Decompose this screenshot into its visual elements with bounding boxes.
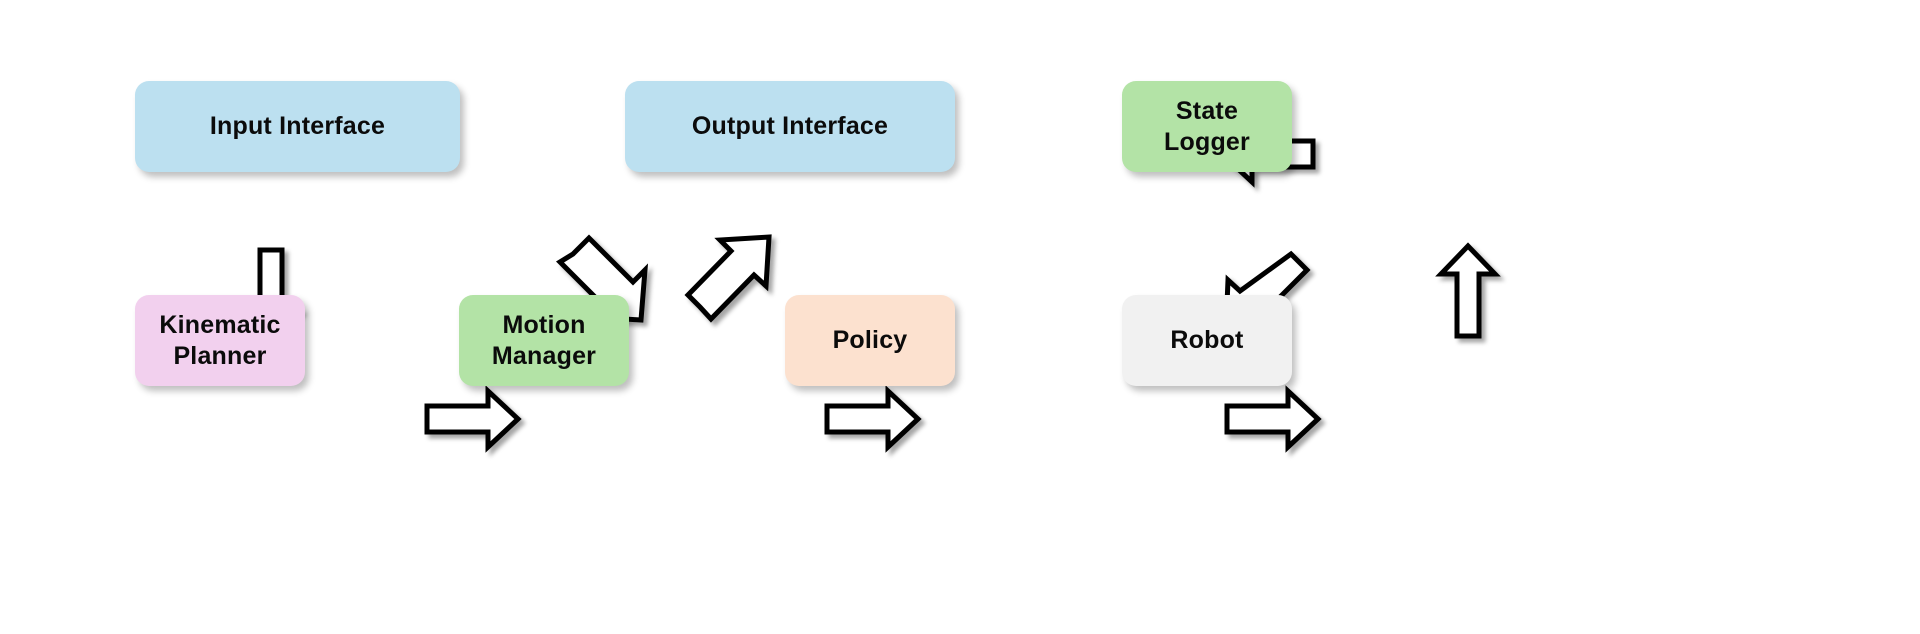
node-input-interface[interactable]: Input Interface [135,81,460,172]
arrow-right-motion-to-policy [824,385,922,453]
node-state-logger[interactable]: State Logger [1122,81,1292,172]
arrow-up-robot-to-state-logger [1435,242,1501,339]
node-motion-manager[interactable]: Motion Manager [459,295,629,386]
node-label-policy: Policy [832,326,908,355]
node-robot[interactable]: Robot [1122,295,1292,386]
arrow-right-policy-to-robot [1224,385,1322,453]
node-kinematic-planner[interactable]: Kinematic Planner [135,295,305,386]
arrow-right-kinematic-to-motion [424,385,522,453]
node-label-motion-manager: Motion Manager [491,311,597,370]
node-label-output-interface: Output Interface [691,112,889,141]
node-label-state-logger: State Logger [1164,97,1250,156]
node-label-robot: Robot [1170,326,1244,355]
node-output-interface[interactable]: Output Interface [625,81,955,172]
node-label-kinematic-planner: Kinematic Planner [159,311,281,370]
node-label-input-interface: Input Interface [209,112,386,141]
arrow-diagonal-up-right-motion-to-output [684,234,772,323]
node-policy[interactable]: Policy [785,295,955,386]
